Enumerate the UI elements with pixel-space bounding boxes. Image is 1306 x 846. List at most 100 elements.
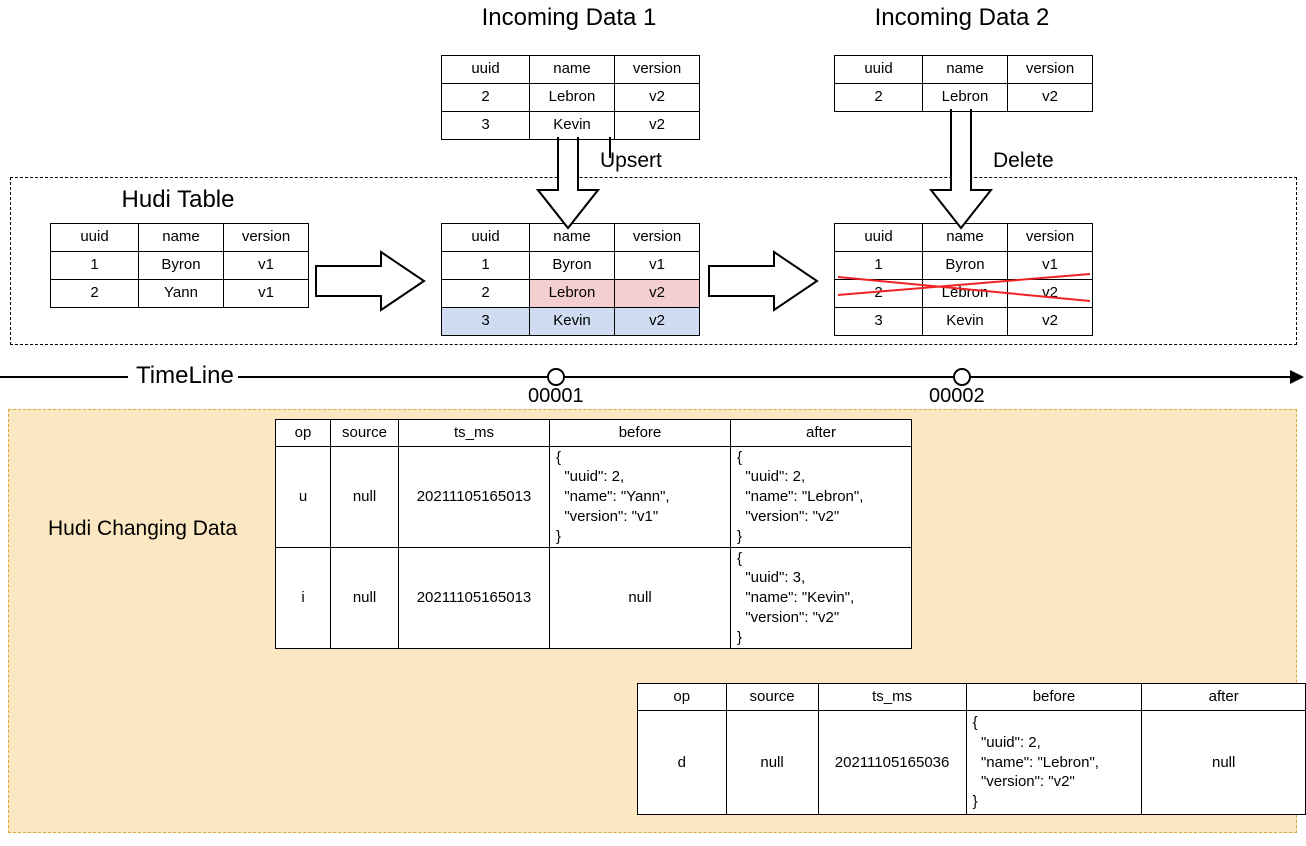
- cell-version: v2: [614, 111, 700, 140]
- changelog-delete-table: op source ts_ms before after d null 2021…: [637, 683, 1306, 815]
- timeline-marker-00001: [547, 368, 565, 386]
- cell-uuid: 3: [441, 111, 530, 140]
- timeline-arrowhead-icon: [1290, 370, 1304, 384]
- incoming-data-1-title: Incoming Data 1: [481, 4, 657, 31]
- column-header-source: source: [725, 683, 819, 711]
- column-header-name: name: [922, 55, 1008, 84]
- cell-uuid: 2: [834, 279, 923, 308]
- table-row-deleted: 2 Lebron v2: [834, 279, 1093, 308]
- cell-ts-ms: 20211105165013: [398, 446, 550, 548]
- cell-version: v2: [614, 279, 700, 308]
- cell-uuid: 2: [441, 83, 530, 112]
- changelog-upsert-table: op source ts_ms before after u null 2021…: [275, 419, 912, 649]
- cell-name: Kevin: [529, 111, 615, 140]
- cell-version: v2: [1007, 279, 1093, 308]
- hudi-table-title: Hudi Table: [121, 186, 235, 213]
- hudi-table-after-delete: uuid name version 1 Byron v1 2 Lebron v2…: [834, 223, 1093, 336]
- cell-name: Yann: [138, 279, 224, 308]
- table-header-row: op source ts_ms before after: [275, 419, 912, 447]
- hudi-table-after-upsert: uuid name version 1 Byron v1 2 Lebron v2…: [441, 223, 700, 336]
- hudi-table-region: [10, 177, 1297, 345]
- table-row: d null 20211105165036 { "uuid": 2, "name…: [637, 710, 1306, 815]
- timeline-mark-label-00002: 00002: [929, 385, 985, 407]
- table-row: 1 Byron v1: [50, 251, 309, 280]
- cell-uuid: 2: [834, 83, 923, 112]
- cell-version: v2: [1007, 307, 1093, 336]
- cell-after: null: [1141, 710, 1306, 815]
- upsert-label: Upsert: [600, 149, 662, 172]
- cell-name: Kevin: [922, 307, 1008, 336]
- table-header-row: uuid name version: [834, 55, 1093, 84]
- column-header-version: version: [614, 223, 700, 252]
- table-row: u null 20211105165013 { "uuid": 2, "name…: [275, 446, 912, 548]
- cell-op: d: [637, 710, 727, 815]
- table-row: 2 Lebron v2: [834, 83, 1093, 112]
- delete-label: Delete: [993, 149, 1054, 172]
- timeline-label: TimeLine: [136, 362, 234, 389]
- cell-name: Kevin: [529, 307, 615, 336]
- column-header-name: name: [138, 223, 224, 252]
- cell-version: v2: [1007, 83, 1093, 112]
- cell-name: Lebron: [922, 279, 1008, 308]
- column-header-source: source: [330, 419, 399, 447]
- cell-version: v1: [614, 251, 700, 280]
- cell-version: v2: [614, 83, 700, 112]
- table-row: 1 Byron v1: [441, 251, 700, 280]
- cell-name: Lebron: [529, 83, 615, 112]
- hudi-table-initial: uuid name version 1 Byron v1 2 Yann v1: [50, 223, 309, 308]
- table-header-row: uuid name version: [441, 55, 700, 84]
- column-header-uuid: uuid: [50, 223, 139, 252]
- column-header-after: after: [730, 419, 912, 447]
- cell-uuid: 3: [834, 307, 923, 336]
- cell-after: { "uuid": 3, "name": "Kevin", "version":…: [730, 547, 912, 649]
- cell-uuid: 2: [50, 279, 139, 308]
- column-header-name: name: [529, 55, 615, 84]
- table-row: i null 20211105165013 null { "uuid": 3, …: [275, 547, 912, 649]
- cell-name: Byron: [138, 251, 224, 280]
- cell-source: null: [330, 547, 399, 649]
- table-row: 3 Kevin v2: [441, 111, 700, 140]
- cell-name: Byron: [922, 251, 1008, 280]
- cell-op: i: [275, 547, 331, 649]
- cell-uuid: 1: [50, 251, 139, 280]
- incoming-data-2-title: Incoming Data 2: [874, 4, 1050, 31]
- table-row: 2 Lebron v2: [441, 279, 700, 308]
- cell-uuid: 2: [441, 279, 530, 308]
- cell-after: { "uuid": 2, "name": "Lebron", "version"…: [730, 446, 912, 548]
- table-header-row: uuid name version: [50, 223, 309, 252]
- column-header-ts-ms: ts_ms: [817, 683, 967, 711]
- cell-before: null: [549, 547, 731, 649]
- column-header-uuid: uuid: [834, 223, 923, 252]
- table-row: 3 Kevin v2: [441, 307, 700, 336]
- table-header-row: uuid name version: [834, 223, 1093, 252]
- table-header-row: op source ts_ms before after: [637, 683, 1306, 711]
- cell-version: v1: [223, 279, 309, 308]
- column-header-uuid: uuid: [441, 55, 530, 84]
- table-row: 2 Lebron v2: [441, 83, 700, 112]
- table-row: 2 Yann v1: [50, 279, 309, 308]
- hudi-changing-data-label: Hudi Changing Data: [48, 517, 238, 540]
- table-header-row: uuid name version: [441, 223, 700, 252]
- timeline-marker-00002: [953, 368, 971, 386]
- table-row: 1 Byron v1: [834, 251, 1093, 280]
- table-row: 3 Kevin v2: [834, 307, 1093, 336]
- column-header-op: op: [275, 419, 331, 447]
- cell-before: { "uuid": 2, "name": "Lebron", "version"…: [965, 710, 1143, 815]
- column-header-uuid: uuid: [441, 223, 530, 252]
- cell-source: null: [330, 446, 399, 548]
- column-header-version: version: [223, 223, 309, 252]
- cell-uuid: 1: [834, 251, 923, 280]
- cell-uuid: 1: [441, 251, 530, 280]
- cell-ts-ms: 20211105165036: [817, 710, 967, 815]
- cell-version: v1: [1007, 251, 1093, 280]
- cell-op: u: [275, 446, 331, 548]
- cell-version: v2: [614, 307, 700, 336]
- cell-before: { "uuid": 2, "name": "Yann", "version": …: [549, 446, 731, 548]
- column-header-name: name: [529, 223, 615, 252]
- cell-name: Lebron: [922, 83, 1008, 112]
- cell-name: Byron: [529, 251, 615, 280]
- cell-source: null: [725, 710, 819, 815]
- cell-ts-ms: 20211105165013: [398, 547, 550, 649]
- column-header-after: after: [1141, 683, 1306, 711]
- column-header-op: op: [637, 683, 727, 711]
